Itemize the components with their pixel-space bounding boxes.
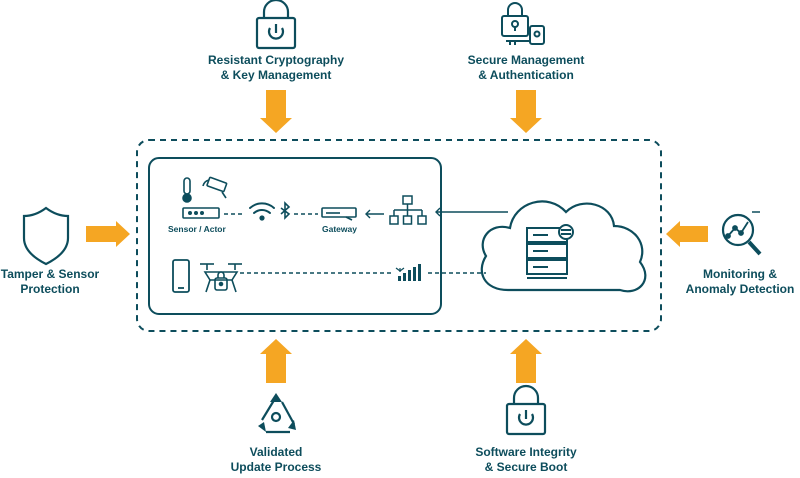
label-line: & Authentication [478, 68, 574, 82]
signal-bars-icon [395, 264, 421, 281]
label-software-integrity: Software Integrity & Secure Boot [446, 445, 606, 475]
label-resistant-cryptography: Resistant Cryptography & Key Management [196, 53, 356, 83]
arrow-top-right [510, 90, 542, 133]
label-tamper-protection: Tamper & Sensor Protection [0, 267, 105, 297]
label-validated-update: Validated Update Process [206, 445, 346, 475]
arrows [86, 90, 708, 383]
label-secure-management: Secure Management & Authentication [446, 53, 606, 83]
bluetooth-icon [280, 201, 291, 220]
recycle-triangle-icon [258, 393, 296, 434]
wifi-icon [249, 202, 275, 221]
padlock-power-icon-2 [505, 384, 547, 436]
arrow-cloud-to-network [435, 207, 508, 217]
network-hierarchy-icon [389, 195, 427, 225]
label-line: Monitoring & [703, 267, 777, 281]
label-line: Anomaly Detection [685, 282, 795, 296]
server-icon [526, 224, 574, 279]
label-line: & Secure Boot [484, 460, 568, 474]
shield-icon [22, 206, 70, 266]
gateway-icon [321, 207, 357, 221]
drone-icon [200, 263, 242, 293]
arrow-bottom-right [510, 339, 542, 383]
padlock-key-icon [501, 2, 545, 45]
arrow-to-gateway [365, 209, 384, 219]
label-monitoring: Monitoring & Anomaly Detection [680, 267, 800, 297]
cloud-icon [480, 200, 647, 293]
label-line: Secure Management [467, 53, 585, 67]
arrow-bottom-left [260, 339, 292, 383]
label-line: Tamper & Sensor [0, 267, 100, 281]
gateway-label: Gateway [322, 224, 357, 234]
padlock-power-icon [255, 0, 297, 50]
router-icon [182, 207, 220, 219]
thermometer-icon [182, 177, 192, 203]
magnifier-graph-icon [721, 211, 762, 256]
device-network-box [148, 157, 442, 315]
label-line: Software Integrity [475, 445, 577, 459]
camera-icon [202, 176, 228, 199]
arrow-top-left [260, 90, 292, 133]
label-line: Update Process [230, 460, 322, 474]
arrow-left [86, 221, 130, 247]
label-line: Protection [20, 282, 80, 296]
label-line: Resistant Cryptography [207, 53, 345, 67]
smartphone-icon [172, 259, 190, 293]
label-line: Validated [249, 445, 303, 459]
arrow-right [666, 221, 708, 247]
label-line: & Key Management [220, 68, 332, 82]
sensor-actor-label: Sensor / Actor [168, 224, 226, 234]
cloud-server [480, 200, 647, 293]
